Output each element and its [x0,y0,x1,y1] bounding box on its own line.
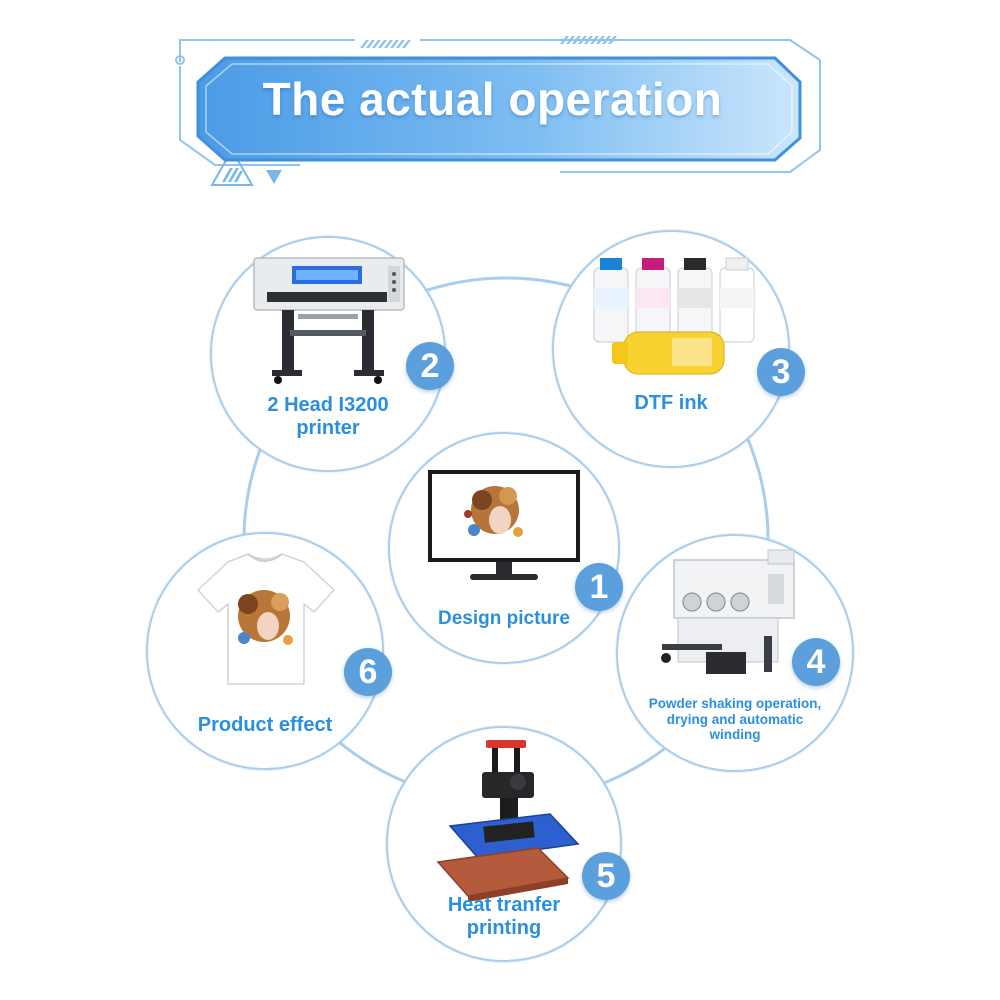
printer-icon [253,257,405,384]
step-5-label: Heat tranfer printing [388,894,620,940]
step-3-badge: 3 [757,348,805,396]
step-4-label-line2: drying and automatic [666,711,804,727]
step-4-label: Powder shaking operation, drying and aut… [618,696,852,743]
ink-bottles-icon [593,257,755,375]
page-title: The actual operation [262,73,723,125]
step-4-badge: 4 [792,638,840,686]
step-5-label-line1: Heat tranfer [447,894,561,916]
step-3-label: DTF ink [634,392,708,414]
step-1-design: Design picture [388,432,620,664]
step-1-badge: 1 [575,563,623,611]
step-6-label: Product effect [197,714,333,736]
step-5-label-line2: printing [466,917,542,939]
header-banner: The actual operation [0,0,1000,200]
step-2-label-line2: printer [296,417,360,439]
heat-press-icon [436,740,580,902]
monitor-icon [428,470,580,580]
banner-frame-icon [175,36,821,186]
powder-shaker-icon [661,549,795,674]
step-4-label-line1: Powder shaking operation, [648,696,822,711]
step-2-label-line1: 2 Head I3200 [267,394,389,416]
step-6-badge: 6 [344,648,392,696]
step-2-badge: 2 [406,342,454,390]
step-6-product: Product effect [146,532,384,770]
step-5-heatpress: Heat tranfer printing [386,726,622,962]
step-4-label-line3: winding [709,727,761,743]
step-1-label: Design picture [438,608,570,629]
tshirt-icon [196,553,336,685]
step-3-ink: DTF ink [552,230,790,468]
step-2-label: 2 Head I3200 printer [212,394,444,440]
step-5-badge: 5 [582,852,630,900]
